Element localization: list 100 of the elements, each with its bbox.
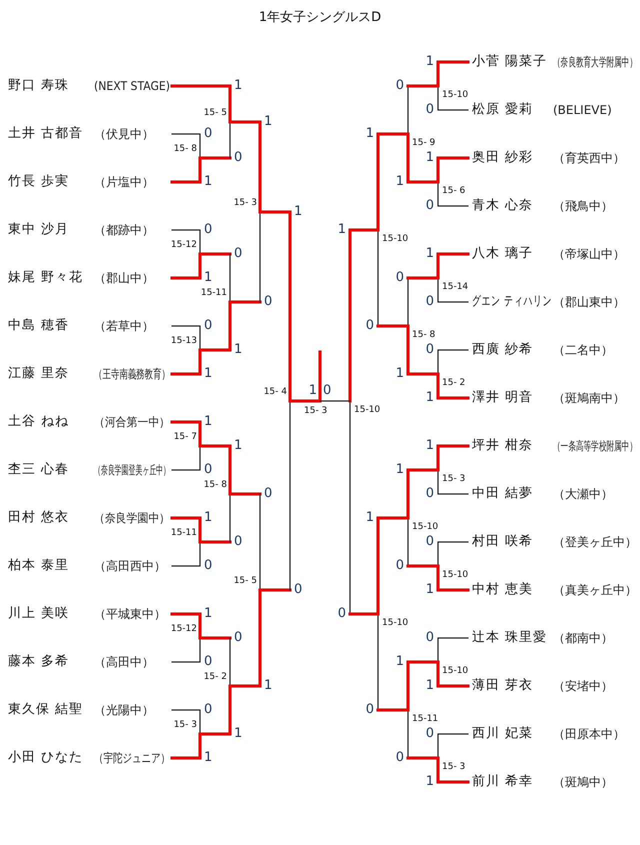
team-name: （都跡中） (94, 222, 154, 238)
match-score: 15- 2 (442, 377, 466, 390)
team-name: （斑鳩南中） (553, 390, 625, 406)
score: 0 (366, 702, 374, 718)
player-name: 小田 ひなた (8, 750, 84, 766)
player-name: 八木 璃子 (472, 246, 534, 262)
score: 1 (426, 438, 434, 454)
score: 0 (264, 294, 272, 310)
team-name: （斑鳩中） (553, 774, 613, 790)
score: 0 (338, 606, 346, 622)
player-name: 藤本 多希 (8, 654, 70, 670)
player-name: 村田 咲希 (472, 534, 534, 550)
match-score: 15-11 (170, 527, 197, 540)
score: 0 (396, 78, 404, 94)
player-name: 中島 穂香 (8, 318, 70, 334)
score: 0 (426, 726, 434, 742)
score: 1 (426, 150, 434, 166)
team-name: （飛鳥中） (553, 198, 613, 214)
player-name: 小菅 陽菜子 (472, 54, 548, 70)
match-score: 15- 8 (412, 329, 436, 342)
score: 1 (204, 750, 212, 766)
match-score: 15-14 (442, 281, 468, 294)
score: 1 (366, 126, 374, 142)
player-name: 東久保 結聖 (8, 702, 84, 718)
player-name: 中田 結夢 (472, 486, 534, 502)
team-name: （田原本中） (553, 726, 625, 742)
score: 0 (204, 462, 212, 478)
score: 0 (234, 630, 242, 646)
match-score: 15- 8 (204, 479, 227, 492)
score: 0 (234, 150, 242, 166)
score: 1 (234, 78, 242, 94)
match-score: 15-11 (412, 713, 438, 726)
score: 0 (426, 294, 434, 310)
team-name: （伏見中） (94, 126, 154, 142)
team-name: （安堵中） (553, 678, 613, 694)
score: 1 (366, 510, 374, 526)
team-name: （若草中） (94, 318, 154, 334)
score: 0 (234, 534, 242, 550)
match-score: 15-10 (412, 521, 438, 534)
player-name: 土井 古都音 (8, 126, 84, 142)
player-name: 江藤 里奈 (8, 366, 70, 382)
match-score: 15-11 (200, 287, 227, 300)
team-name: （奈良教育大学附属中） (553, 54, 637, 70)
score: 0 (204, 654, 212, 670)
player-name: 田村 悠衣 (8, 510, 70, 526)
score: 1 (204, 606, 212, 622)
score: 1 (396, 654, 404, 670)
match-score: 15- 8 (174, 143, 197, 156)
player-name: 辻本 珠里愛 (472, 630, 548, 646)
player-name: 柏本 泰里 (8, 558, 70, 574)
team-name: （帝塚山中） (553, 246, 625, 262)
team-name: （二名中） (553, 342, 613, 358)
player-name: 西廣 紗希 (472, 342, 534, 358)
match-score: 15-12 (170, 623, 197, 636)
team-name: （登美ヶ丘中） (553, 534, 637, 550)
team-name: （光陽中） (94, 702, 154, 718)
player-name: 松原 愛莉 (472, 102, 534, 118)
match-score: 15- 4 (264, 386, 287, 399)
score: 1 (234, 438, 242, 454)
score: 1 (264, 678, 272, 694)
player-name: 中村 恵美 (472, 582, 534, 598)
team-name: （奈良学園中） (94, 510, 170, 526)
team-name: （宇陀ジュニア） (94, 750, 170, 766)
score: 1 (204, 414, 212, 430)
score: 1 (338, 222, 346, 238)
match-score: 15- 2 (204, 671, 227, 684)
score: 0 (426, 198, 434, 214)
score: 0 (234, 246, 242, 262)
score: 0 (426, 630, 434, 646)
score: 1 (396, 174, 404, 190)
player-name: 前川 希幸 (472, 774, 534, 790)
team-name: （郡山中） (94, 270, 154, 286)
team-name: （高田中） (94, 654, 154, 670)
score: 0 (366, 318, 374, 334)
player-name: 川上 美咲 (8, 606, 70, 622)
score: 0 (426, 534, 434, 550)
score: 1 (294, 204, 302, 220)
team-name: （育英西中） (553, 150, 625, 166)
player-name: グエン ティハリン (472, 294, 552, 310)
match-score: 15- 3 (442, 761, 466, 774)
match-score: 15- 9 (412, 137, 436, 150)
score: 0 (294, 582, 302, 598)
match-score: 15-10 (382, 617, 408, 630)
player-name: 妹尾 野々花 (8, 270, 84, 286)
team-name: （一条高等学校附属中） (553, 438, 637, 454)
score: 0 (264, 486, 272, 502)
score: 0 (204, 702, 212, 718)
score: 1 (234, 726, 242, 742)
score: 1 (426, 54, 434, 70)
match-score: 15- 5 (234, 575, 257, 588)
player-name: 土谷 ねね (8, 414, 70, 430)
player-name: 杢三 心春 (8, 462, 70, 478)
team-name: （都南中） (553, 630, 613, 646)
player-name: 坪井 柑奈 (472, 438, 534, 454)
player-name: 澤井 明音 (472, 390, 534, 406)
team-name: （高田西中） (94, 558, 166, 574)
match-score: 15-10 (382, 233, 408, 246)
team-name: (NEXT STAGE) (94, 78, 170, 94)
team-name: （大瀬中） (553, 486, 613, 502)
score: 0 (426, 486, 434, 502)
